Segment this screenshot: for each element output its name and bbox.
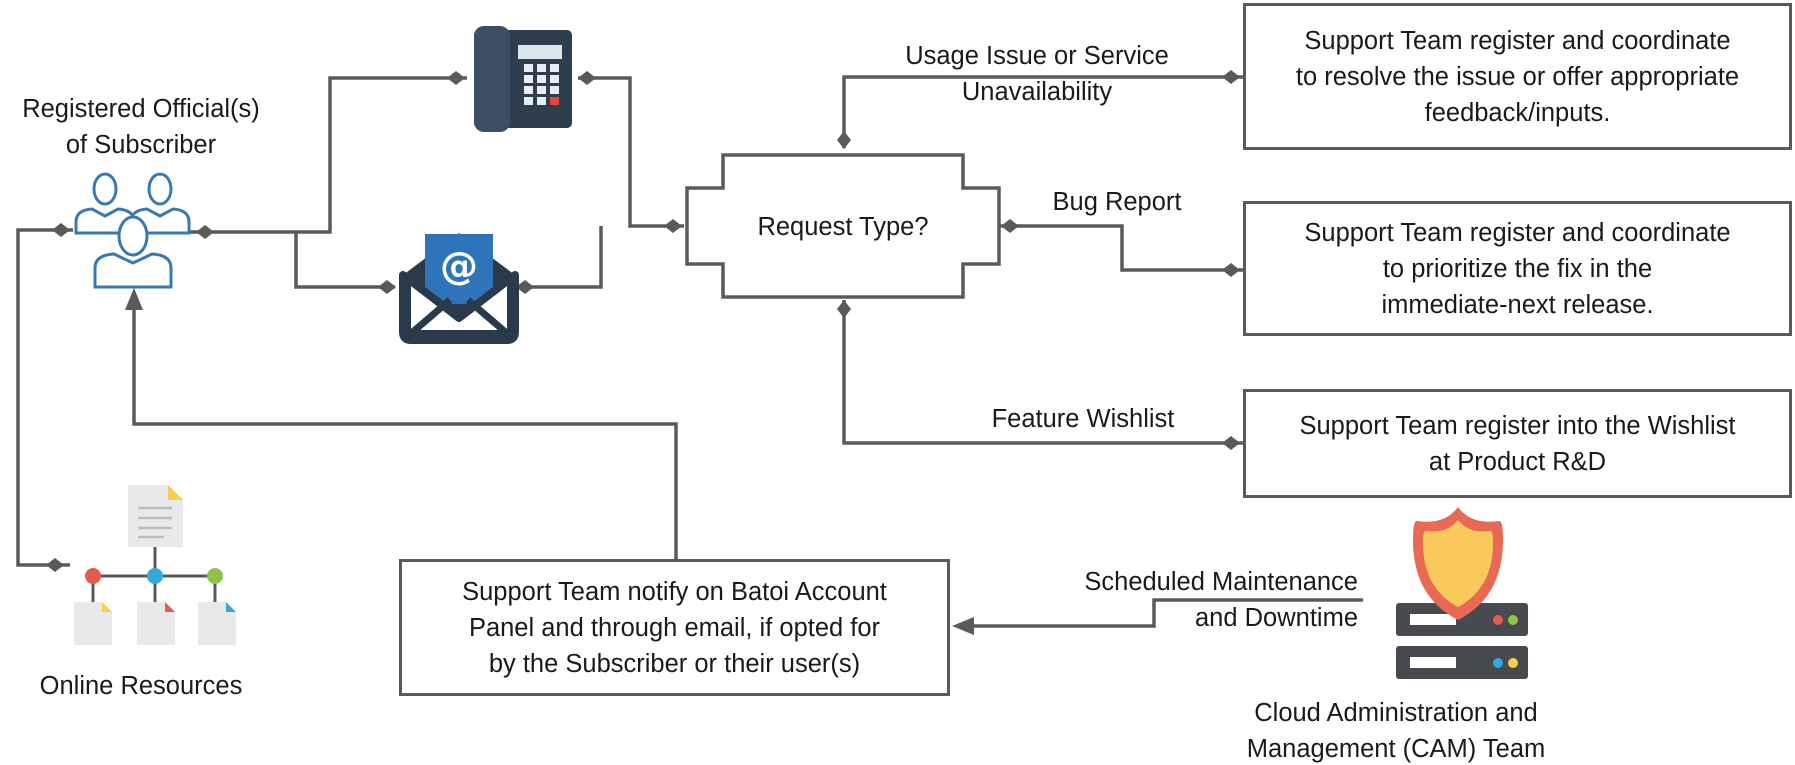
notification-box: Support Team notify on Batoi Account Pan… [399, 559, 950, 696]
outcome-bug-line3: immediate-next release. [1381, 290, 1654, 319]
connector-users-to-resources [16, 228, 73, 567]
connector-users-to-phone [186, 76, 467, 234]
connector-users-to-email [294, 232, 395, 289]
outcome-wishlist-line2: at Product R&D [1428, 447, 1607, 476]
users-group-icon [74, 172, 191, 289]
outcome-box-feature-wishlist: Support Team register into the Wishlist … [1243, 389, 1792, 498]
connector-decision-to-bug [999, 224, 1243, 272]
outcome-bug-line1: Support Team register and coordinate [1304, 218, 1731, 247]
outcome-usage-line1: Support Team register and coordinate [1304, 26, 1731, 55]
connector-phone-to-decision [578, 76, 684, 228]
feature-wishlist-label: Feature Wishlist [992, 405, 1175, 433]
bug-report-label: Bug Report [1053, 188, 1182, 216]
outcome-usage-line2: to resolve the issue or offer appropriat… [1295, 62, 1740, 91]
outcome-usage-line3: feedback/inputs. [1424, 98, 1611, 127]
secure-server-icon [1396, 507, 1528, 679]
cam-team-label-line1: Cloud Administration and [1254, 699, 1538, 727]
outcome-box-usage-issue: Support Team register and coordinate to … [1243, 3, 1792, 150]
desk-phone-icon [474, 26, 572, 132]
usage-issue-label-line2: Unavailability [962, 78, 1112, 106]
document-tree-icon [74, 485, 236, 645]
connector-email-to-decision [516, 226, 603, 289]
decision-label: Request Type? [757, 213, 928, 241]
outcome-box-bug-report: Support Team register and coordinate to … [1243, 201, 1792, 336]
online-resources-label: Online Resources [40, 672, 243, 700]
subscriber-label-line1: Registered Official(s) [22, 95, 260, 123]
svg-text:@: @ [440, 244, 478, 288]
connector-notification-to-users [132, 302, 678, 561]
notification-line2: Panel and through email, if opted for [468, 613, 881, 642]
email-envelope-icon: @ [399, 233, 519, 344]
maintenance-label-line2: and Downtime [1195, 604, 1358, 632]
outcome-wishlist-line1: Support Team register into the Wishlist [1299, 411, 1736, 440]
connector-decision-to-wishlist [842, 300, 1243, 445]
connector-cam-to-notification [970, 598, 1363, 628]
connector-decision-to-usage [842, 75, 1243, 148]
notification-line1: Support Team notify on Batoi Account [462, 577, 887, 606]
usage-issue-label-line1: Usage Issue or Service [905, 42, 1169, 70]
outcome-bug-line2: to prioritize the fix in the [1382, 254, 1653, 283]
decision-shape [685, 153, 1001, 299]
subscriber-label-line2: of Subscriber [66, 131, 217, 159]
notification-line3: by the Subscriber or their user(s) [488, 649, 861, 678]
cam-team-label-line2: Management (CAM) Team [1247, 735, 1546, 763]
connectors [16, 70, 1363, 635]
maintenance-label-line1: Scheduled Maintenance [1084, 568, 1358, 596]
